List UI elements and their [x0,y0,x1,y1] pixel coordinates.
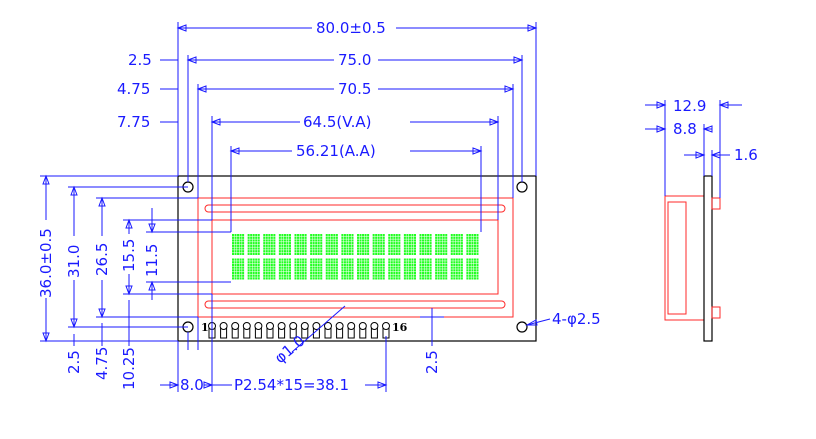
character-cell [232,234,245,255]
character-cell [310,258,323,280]
character-cell [450,234,463,255]
character-cell [388,258,401,280]
dim-left-offset-va: 7.75 [117,113,150,131]
character-cell [419,234,432,255]
dim-bottom-right-hole: 2.5 [423,350,441,374]
header-pin [370,322,379,339]
character-cell [357,234,370,255]
header-pin [300,322,309,339]
character-cell [294,234,307,255]
character-cell [310,234,323,255]
dim-active-area-width: 56.21(A.A) [296,142,376,160]
side-view: 12.9 8.8 1.6 [645,97,758,342]
character-cell [435,258,448,280]
side-bezel [664,195,705,321]
character-cell [419,258,432,280]
bezel-outline [197,197,514,318]
viewing-area-outline [211,219,499,295]
character-cell [325,258,338,280]
character-cell [232,258,245,280]
dim-side-module: 8.8 [673,120,697,138]
dim-overall-width: 80.0±0.5 [316,19,386,37]
side-bezel-inner [667,201,687,315]
dim-viewing-area-width: 64.5(V.A) [303,113,371,131]
dim-pin-pitch: P2.54*15=38.1 [234,376,349,394]
character-cell [278,258,291,280]
character-cell [372,234,385,255]
character-cell [450,258,463,280]
pin-last-label: 16 [392,321,408,334]
pin-header [208,322,390,339]
character-cell [466,258,479,280]
character-pixel-grid [232,234,479,280]
side-pin-bottom [711,306,721,319]
header-pin [289,322,298,339]
dim-bezel-width: 70.5 [338,80,371,98]
header-pin [358,322,367,339]
character-cell [372,258,385,280]
character-cell [247,234,260,255]
character-cell [325,234,338,255]
dim-left-offset-bezel: 4.75 [117,80,150,98]
character-cell [341,258,354,280]
header-pin [219,322,228,339]
header-pin [382,322,390,339]
header-pin [242,322,251,339]
mount-hole-bottom-right [516,321,528,333]
character-cell [435,234,448,255]
header-pin [231,322,240,339]
header-pin [335,322,344,339]
dim-side-pcb: 1.6 [734,146,758,164]
dim-viewing-area-height: 15.5 [120,239,138,272]
pin-first-label: 1 [201,321,209,334]
bottom-dimensions: 2.5 4.75 10.25 2.5 8.0 P2.54*15=38.1 [65,294,444,394]
header-pin [277,322,286,339]
character-cell [357,258,370,280]
dim-bottom-bezel: 4.75 [93,347,111,380]
character-cell [466,234,479,255]
dim-active-area-height: 11.5 [143,244,161,277]
front-view: 1 16 [177,175,537,342]
character-cell [341,234,354,255]
header-pin [266,322,274,339]
vertical-dimensions: 36.0±0.5 31.0 26.5 15.5 11.5 [37,174,231,343]
dim-bottom-hole: 2.5 [65,350,83,374]
character-cell [403,258,416,280]
side-pin-top [711,197,721,210]
pcb-outline [177,175,537,342]
side-pcb [703,175,713,342]
header-pin [324,322,332,339]
dim-left-offset-hole: 2.5 [128,51,152,69]
bezel-top-strip [204,204,506,213]
character-cell [388,234,401,255]
header-pin [347,322,356,339]
mount-hole-top-right [516,181,528,193]
dim-side-depth: 12.9 [673,97,706,115]
callout-mount-hole: 4-φ2.5 [552,310,601,328]
character-cell [278,234,291,255]
character-cell [247,258,260,280]
dim-pin-offset: 8.0 [180,376,204,394]
header-pin [254,322,263,339]
dim-bottom-va: 10.25 [120,347,138,390]
dim-hole-pitch-height: 31.0 [65,245,83,278]
character-cell [263,258,276,280]
top-dimensions: 80.0±0.5 75.0 2.5 70.5 4.75 64.5(V.A) 7.… [117,19,538,232]
bezel-bottom-strip [204,300,506,309]
character-cell [263,234,276,255]
dim-hole-pitch-width: 75.0 [338,51,371,69]
dim-bezel-height: 26.5 [93,243,111,276]
character-cell [403,234,416,255]
dim-overall-height: 36.0±0.5 [37,228,55,298]
character-cell [294,258,307,280]
